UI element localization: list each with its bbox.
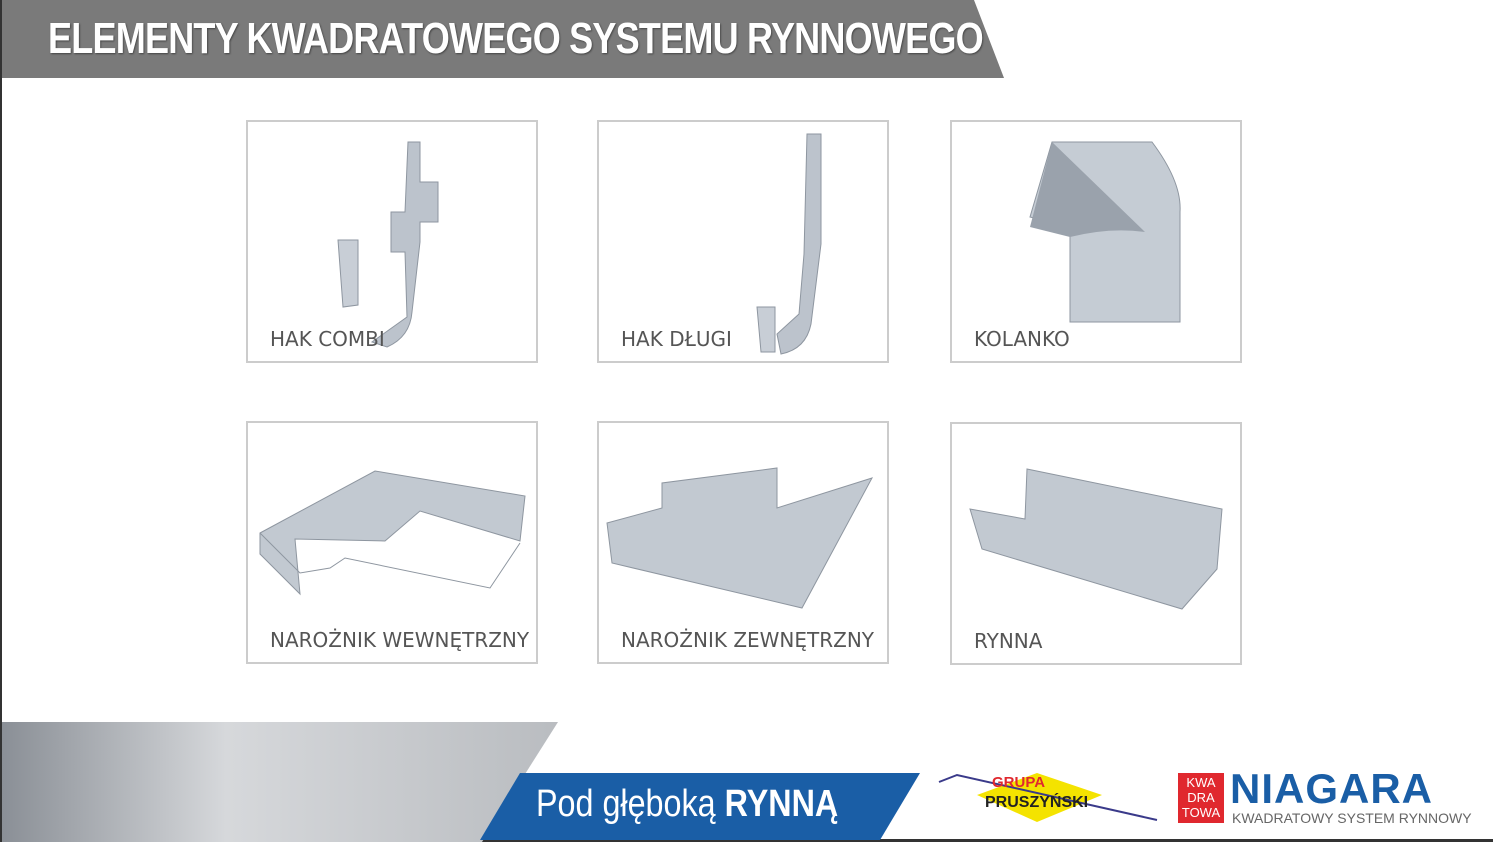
inner-corner-image [259,470,526,596]
badge-line: TOWA [1181,805,1221,820]
hook-long-image [756,133,822,355]
product-card-naroznik-wewnetrzny: NAROŻNIK WEWNĘTRZNY [246,421,538,664]
grupa-pruszynski-logo: GRUPA PRUSZYŃSKI [937,770,1162,825]
product-label: NAROŻNIK ZEWNĘTRZNY [621,628,875,652]
logo-line1: GRUPA [992,774,1046,791]
product-card-hak-combi: HAK COMBI [246,120,538,363]
badge-line: DRA [1187,790,1215,805]
logo-name: NIAGARA [1230,765,1433,812]
slogan-banner [480,773,920,840]
product-label: KOLANKO [974,327,1070,351]
product-card-rynna: RYNNA [950,422,1242,665]
logo-line2: PRUSZYŃSKI [985,794,1089,811]
gutter-image [969,468,1223,610]
product-label: HAK COMBI [270,327,385,351]
badge-line: KWA [1186,775,1216,790]
product-photo-banner [2,722,558,842]
product-card-kolanko: KOLANKO [950,120,1242,363]
slogan-bold: RYNNĄ [724,783,839,825]
product-label: RYNNA [974,629,1043,653]
product-card-hak-dlugi: HAK DŁUGI [597,120,889,363]
slogan-regular: Pod głęboką [536,783,716,825]
outer-corner-image [606,467,874,609]
elbow-image [1029,141,1181,323]
page-title: ELEMENTY KWADRATOWEGO SYSTEMU RYNNOWEGO [48,14,984,63]
header-band [2,0,1004,78]
logo-subtitle: KWADRATOWY SYSTEM RYNNOWY [1232,810,1472,826]
product-label: NAROŻNIK WEWNĘTRZNY [270,628,530,652]
product-label: HAK DŁUGI [621,327,732,351]
hook-combi-image [337,141,439,348]
product-card-naroznik-zewnetrzny: NAROŻNIK ZEWNĘTRZNY [597,421,889,664]
slogan-text: Pod głęboką RYNNĄ [536,782,838,826]
